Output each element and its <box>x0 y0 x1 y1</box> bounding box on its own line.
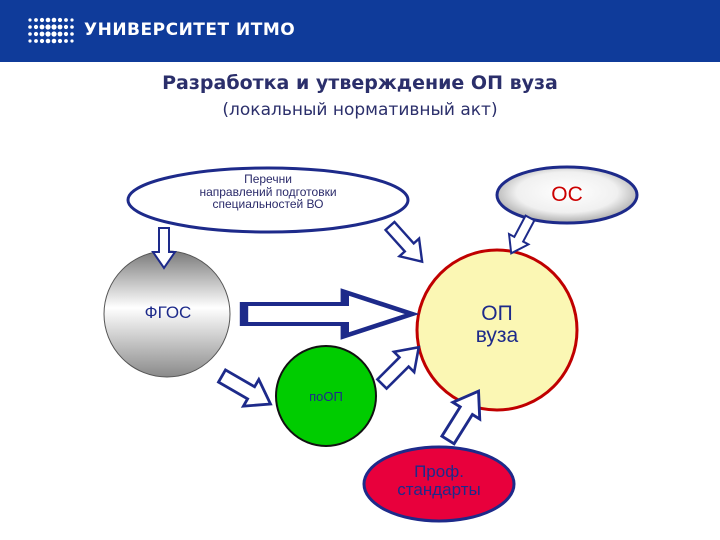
perechni-node <box>126 166 410 234</box>
page-title: Разработка и утверждение ОП вуза <box>162 72 558 94</box>
header-bar: УНИВЕРСИТЕТ ИТМО <box>0 0 720 62</box>
arrow-fgos-to-op <box>244 292 412 336</box>
arrow-poop-to-op <box>370 335 431 396</box>
page-subtitle: (локальный нормативный акт) <box>222 100 498 120</box>
prof-node <box>362 445 516 523</box>
arrow-perechni-to-op <box>378 215 434 272</box>
brand-name: УНИВЕРСИТЕТ ИТМО <box>84 20 296 40</box>
perechni-line1: Перечни <box>244 172 292 186</box>
prof-line2: стандарты <box>397 479 481 499</box>
fgos-label: ФГОС <box>144 303 192 322</box>
perechni-label: Перечни направлений подготовки специальн… <box>148 173 388 211</box>
prof-line1: Проф. <box>414 462 464 481</box>
arrow-fgos-to-poop <box>212 361 280 419</box>
op-line1: ОП <box>481 302 513 325</box>
op-label: ОП вуза <box>447 302 547 348</box>
os-label: ОС <box>551 183 583 206</box>
op-node <box>415 248 579 412</box>
poop-node <box>275 345 377 447</box>
op-line2: вуза <box>475 324 519 348</box>
poop-label: поОП <box>309 389 343 404</box>
os-node <box>495 165 639 225</box>
prof-label: Проф. стандарты <box>364 463 514 499</box>
perechni-line3: специальностей ВО <box>212 197 324 212</box>
itmo-logo-icon <box>28 17 74 44</box>
perechni-line2: направлений подготовки <box>199 184 337 199</box>
